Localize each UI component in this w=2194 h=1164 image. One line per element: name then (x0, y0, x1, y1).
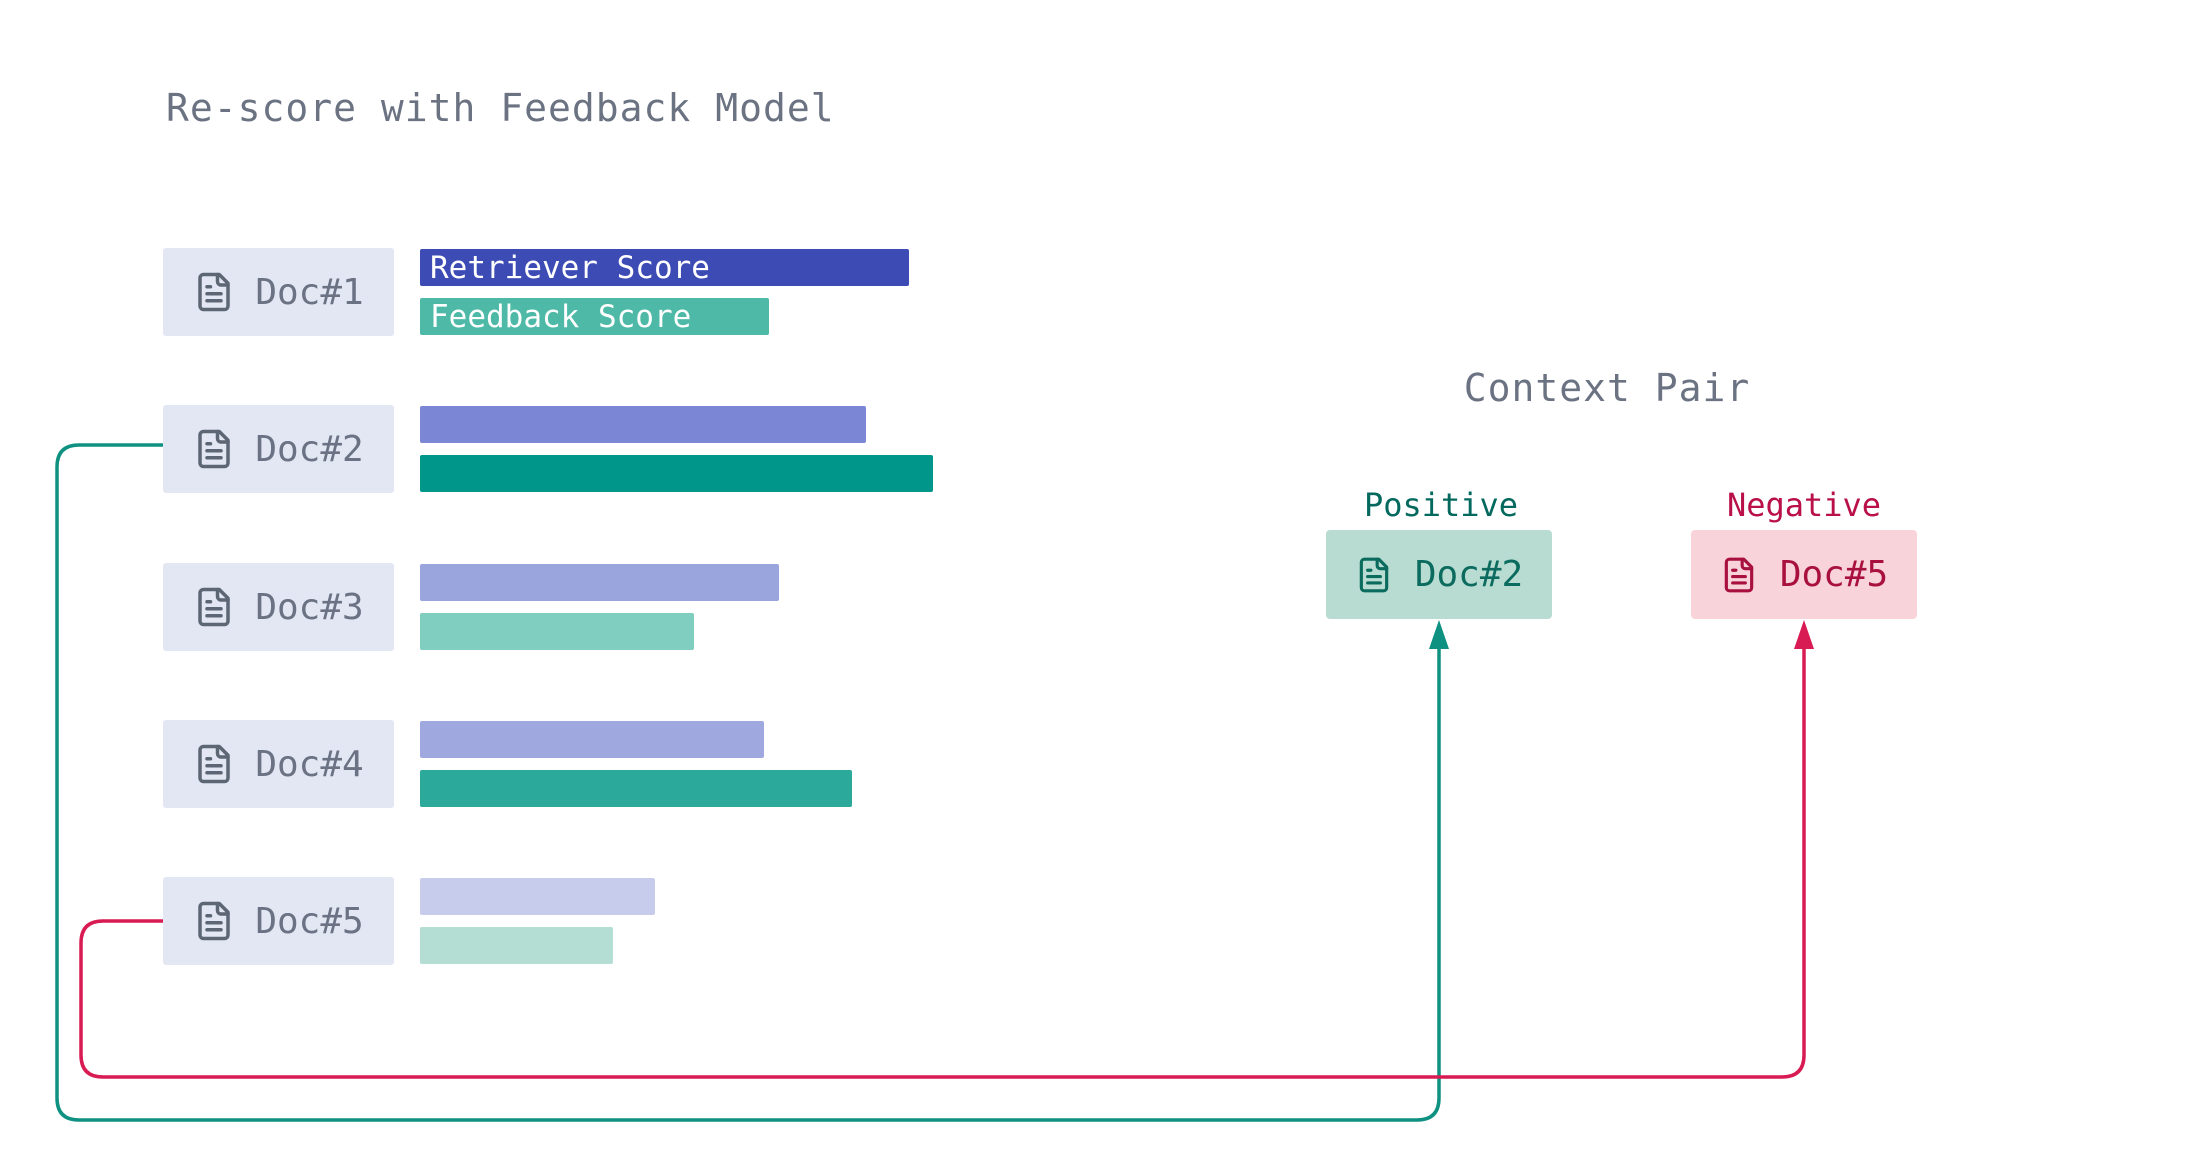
feedback-score-bar (420, 770, 852, 807)
file-text-icon (193, 586, 235, 628)
doc-card-4: Doc#4 (163, 720, 394, 808)
file-text-icon (1355, 556, 1393, 594)
doc-label: Doc#3 (255, 586, 364, 628)
negative-doc-card: Doc#5 (1691, 530, 1917, 619)
positive-doc-label: Doc#2 (1414, 554, 1524, 595)
doc-row-3: Doc#3 (0, 563, 2194, 651)
feedback-score-bar (420, 613, 694, 650)
positive-doc-card: Doc#2 (1326, 530, 1552, 619)
retriever-score-bar (420, 721, 764, 758)
file-text-icon (193, 900, 235, 942)
retriever-score-bar (420, 564, 779, 601)
doc-label: Doc#5 (255, 900, 364, 942)
doc-row-1: Doc#1 Retriever Score Feedback Score (0, 248, 2194, 336)
feedback-score-bar: Feedback Score (420, 298, 769, 335)
feedback-score-bar (420, 927, 613, 964)
positive-label: Positive (1363, 486, 1519, 524)
negative-label: Negative (1726, 486, 1882, 524)
page-title: Re-score with Feedback Model (166, 86, 835, 130)
file-text-icon (193, 428, 235, 470)
file-text-icon (193, 271, 235, 313)
feedback-score-bar (420, 455, 933, 492)
retriever-score-bar (420, 406, 866, 443)
doc-row-5: Doc#5 (0, 877, 2194, 965)
negative-connector-line (79, 646, 1806, 1079)
retriever-score-bar-label: Retriever Score (430, 249, 710, 286)
doc-label: Doc#2 (255, 428, 364, 470)
doc-card-2: Doc#2 (163, 405, 394, 493)
file-text-icon (193, 743, 235, 785)
doc-card-5: Doc#5 (163, 877, 394, 965)
doc-label: Doc#1 (255, 271, 364, 313)
retriever-score-bar (420, 878, 655, 915)
negative-doc-label: Doc#5 (1779, 554, 1889, 595)
doc-label: Doc#4 (255, 743, 364, 785)
doc-card-3: Doc#3 (163, 563, 394, 651)
retriever-score-bar: Retriever Score (420, 249, 909, 286)
context-pair-title: Context Pair (1463, 366, 1751, 410)
feedback-score-bar-label: Feedback Score (430, 298, 692, 335)
doc-row-2: Doc#2 (0, 405, 2194, 493)
doc-card-1: Doc#1 (163, 248, 394, 336)
doc-row-4: Doc#4 (0, 720, 2194, 808)
file-text-icon (1720, 556, 1758, 594)
